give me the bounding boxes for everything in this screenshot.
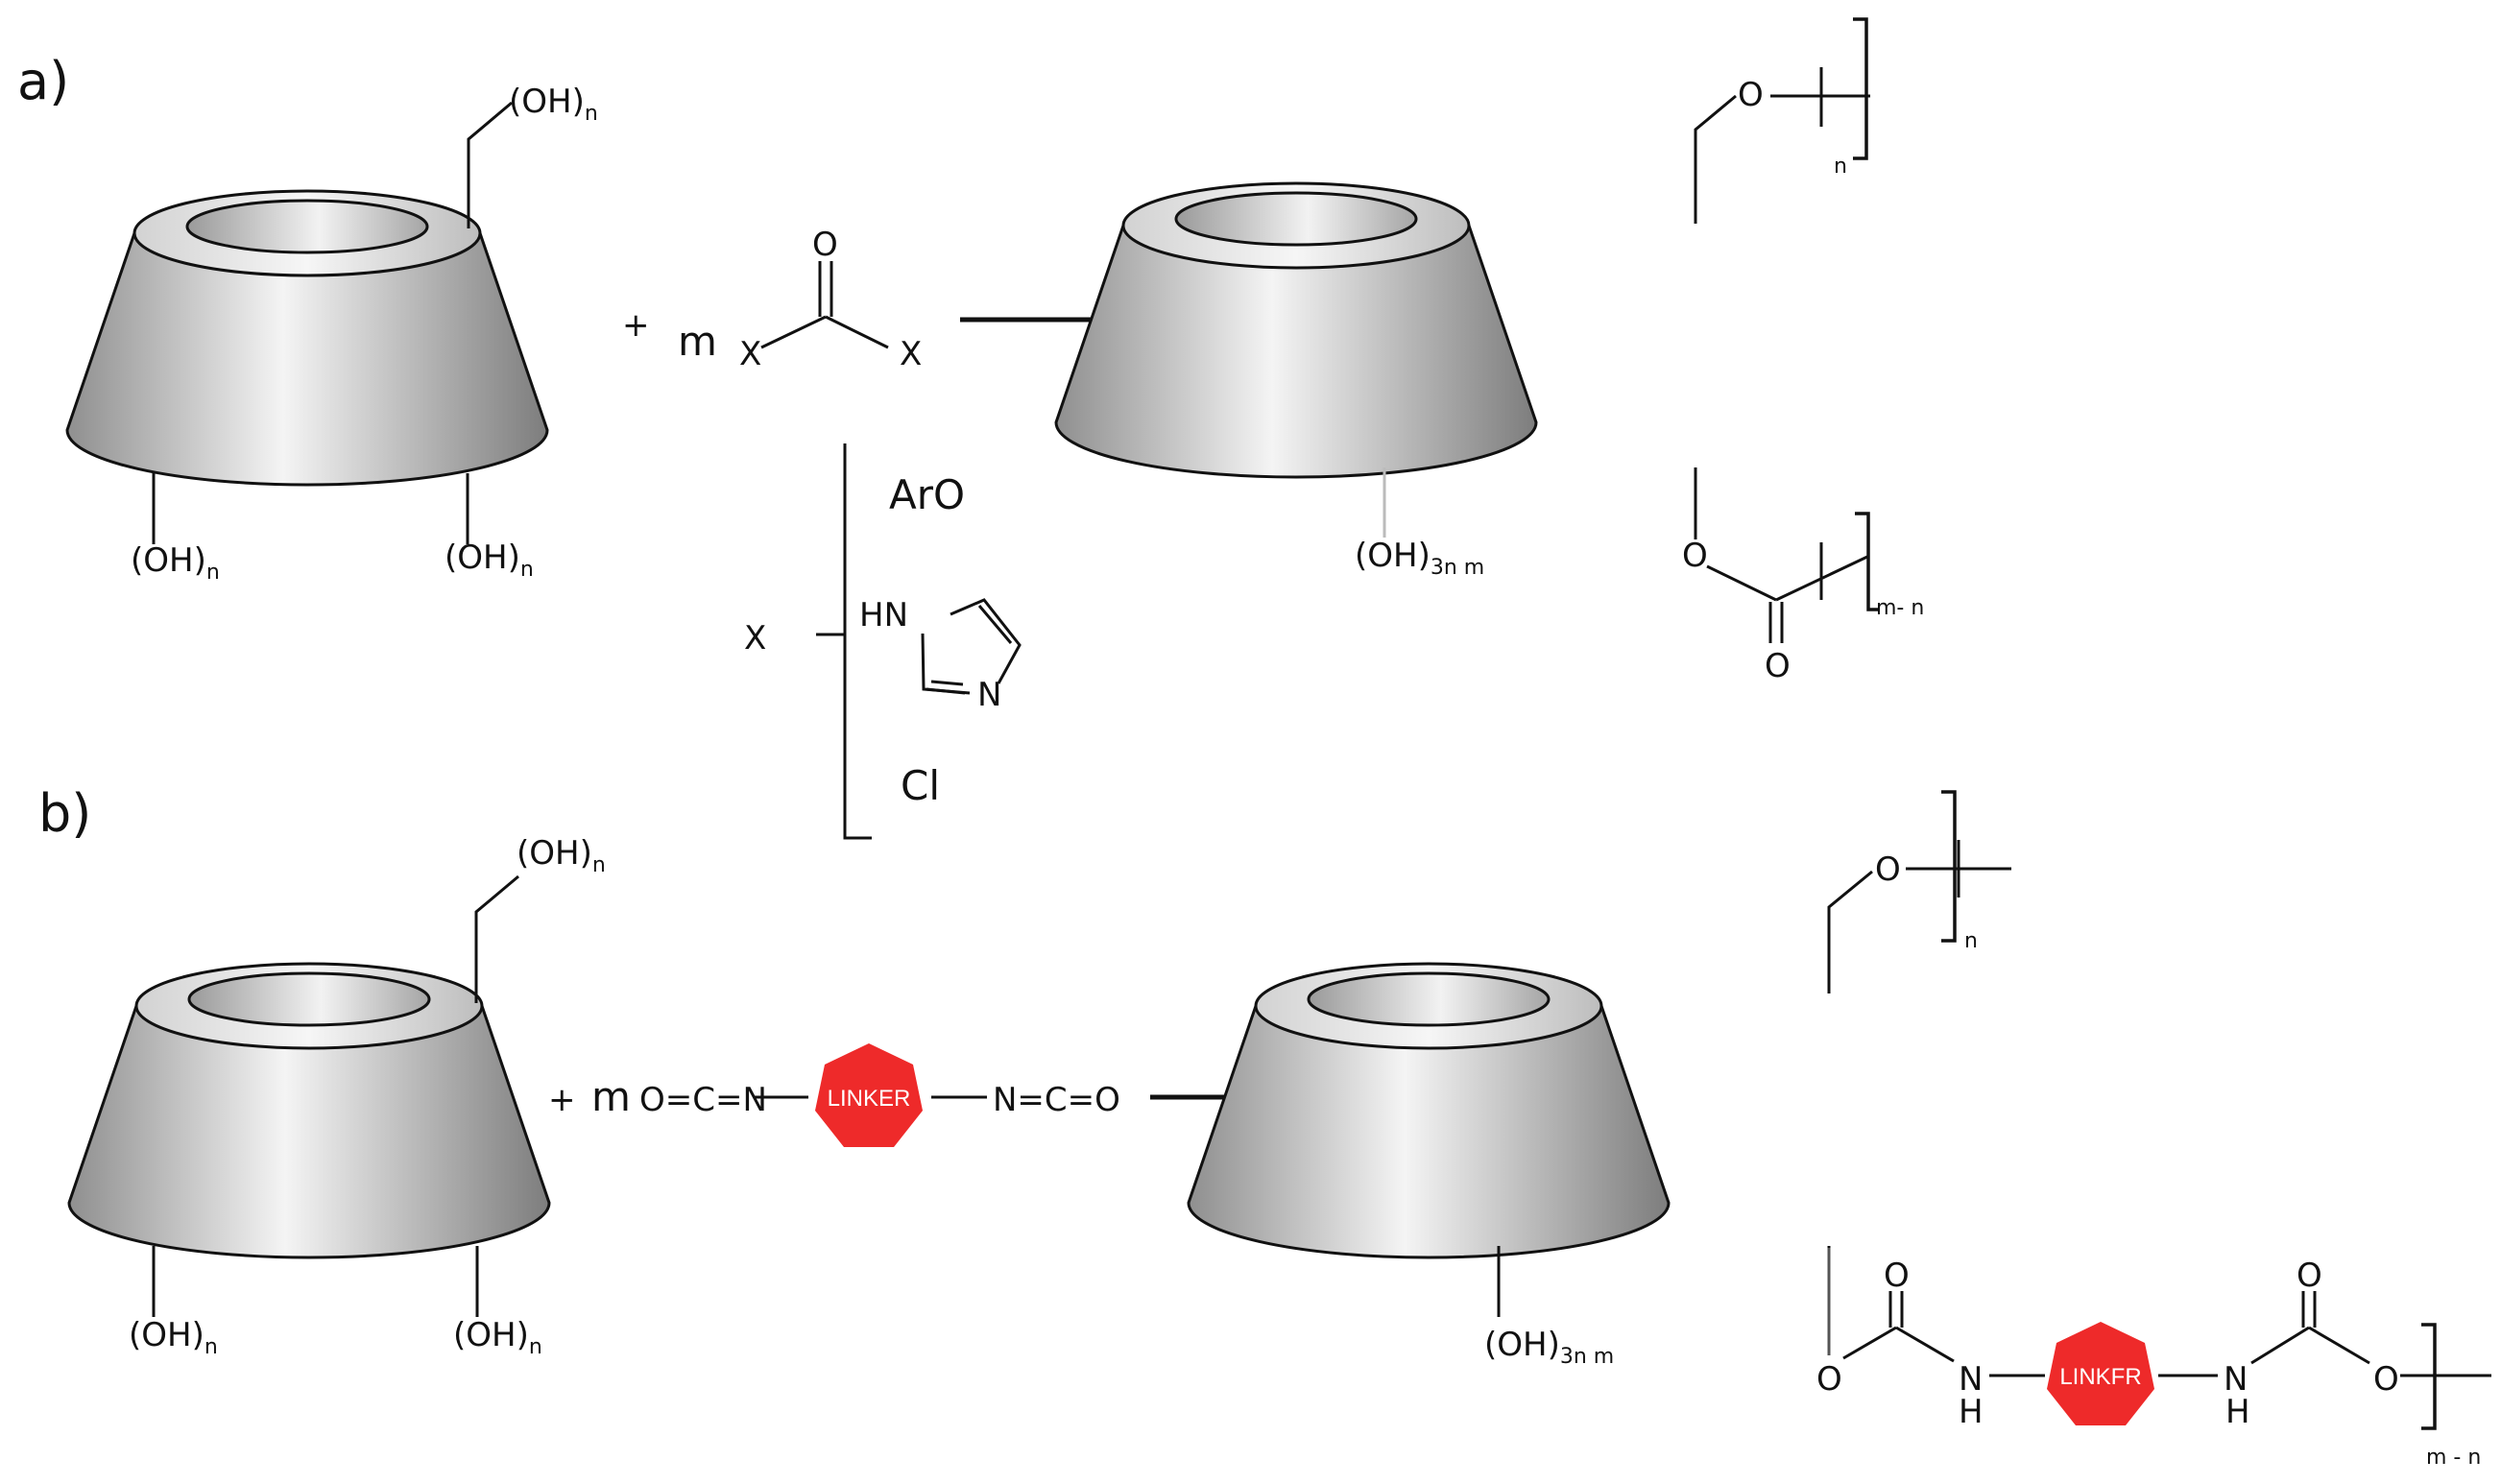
cyclodextrin-reactant-a — [65, 101, 549, 544]
cyclodextrin-product-a — [1054, 17, 1880, 643]
oh-bottom-right-a: (OH)n — [445, 539, 534, 582]
oh-bottom-left-b: (OH)n — [129, 1316, 218, 1359]
urethane-oxygen-left: O — [1816, 1360, 1842, 1399]
primary-oh-bond-b — [474, 874, 519, 1003]
coefficient-m-b: m — [591, 1073, 631, 1120]
imidazole-ring — [921, 598, 1022, 695]
ether-bond-top-b — [1827, 870, 1873, 993]
urethane-h-left: H — [1959, 1393, 1984, 1431]
ether-oxygen-top-a: O — [1738, 76, 1764, 114]
linker-label-reagent: LINKER — [828, 1086, 911, 1112]
cyclodextrin-reactant-b — [67, 874, 551, 1317]
urethane-oxygen-right: O — [2373, 1360, 2399, 1399]
carbonate-oxygen-ester: O — [1682, 537, 1708, 575]
isocyanate-right: N=C=O — [993, 1081, 1120, 1119]
urethane-n-left: N — [1959, 1360, 1983, 1399]
primary-oh-bond — [467, 101, 513, 228]
x-definition-label: X — [744, 619, 766, 658]
urethane-h-right: H — [2225, 1393, 2250, 1431]
bracket-sub-n-b: n — [1964, 929, 1978, 953]
ether-bond-top-a — [1694, 94, 1737, 224]
bracket-top-b — [1941, 790, 1957, 943]
carbonate-sub-m-n: m- n — [1876, 596, 1924, 620]
cyclodextrin-product-b — [1187, 790, 2045, 1377]
carbonyl-oxygen: O — [812, 226, 838, 264]
plus-sign-b: + — [548, 1081, 576, 1119]
urethane-carbonyl-oxygen-left: O — [1884, 1257, 1910, 1295]
remaining-oh-a: (OH)3n m — [1355, 537, 1484, 580]
leaving-group-x-left: X — [739, 335, 761, 373]
x-option-chloride: Cl — [901, 762, 940, 809]
linker-label-product: LINKFR — [2059, 1364, 2141, 1390]
remaining-oh-b: (OH)3n m — [1484, 1326, 1614, 1369]
oh-top-a: (OH)n — [509, 83, 598, 126]
bracket-top-a — [1853, 17, 1868, 160]
bracket-sub-n-a: n — [1834, 155, 1847, 179]
oh-top-b: (OH)n — [517, 834, 606, 877]
carbonate-oxygen-carbonyl: O — [1765, 647, 1791, 685]
urethane-n-right: N — [2224, 1360, 2248, 1399]
leaving-group-x-right: X — [900, 335, 922, 373]
urethane-carbonyl-oxygen-right: O — [2297, 1257, 2322, 1295]
panel-b-label: b) — [38, 783, 91, 844]
urethane-chain-right — [2158, 1291, 2491, 1430]
oh-bottom-left-a: (OH)n — [131, 541, 220, 585]
tail-sub-m-n: m - n — [2426, 1446, 2481, 1470]
imidazole-nh: HN — [859, 596, 908, 634]
panel-a-label: a) — [17, 51, 69, 111]
oh-bottom-right-b: (OH)n — [453, 1316, 542, 1359]
x-definition-bracket — [816, 443, 872, 840]
coefficient-m-a: m — [678, 318, 717, 365]
ether-oxygen-top-b: O — [1875, 850, 1901, 889]
imidazole-n: N — [977, 676, 1001, 714]
carbonyl-reagent — [760, 261, 889, 349]
plus-sign-a: + — [622, 306, 650, 345]
x-option-aryloxy: ArO — [889, 471, 965, 518]
isocyanate-left: O=C=N — [639, 1081, 767, 1119]
